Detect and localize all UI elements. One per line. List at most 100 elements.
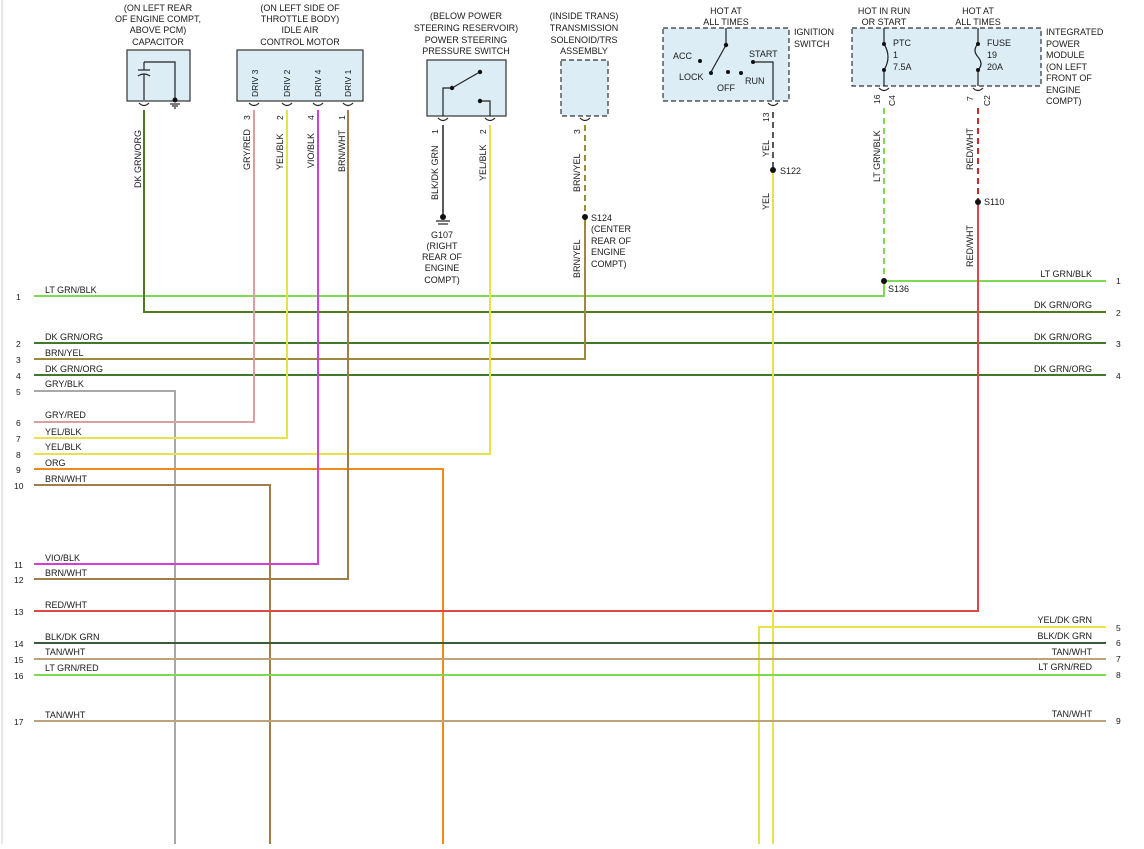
ipm-left-pin: 16 [872, 94, 882, 104]
trs-caption-2: TRANSMISSION [550, 23, 619, 33]
ps-switch-box [426, 59, 507, 117]
ipm-right-wire-label-upper: RED/WHT [965, 128, 975, 170]
left-wire-label-7: YEL/BLK [45, 427, 82, 437]
left-wire-label-6: GRY/RED [45, 410, 86, 420]
left-wire-label-9: ORG [45, 458, 66, 468]
ps-caption-2: STEERING RESERVOIR) [414, 23, 518, 33]
ipm-header-left-2: OR START [862, 17, 907, 27]
ps-wire-label-yel-blk: YEL/BLK [478, 144, 488, 181]
left-pin-17: 17 [14, 717, 24, 727]
ipm-right-wire-label-lower: RED/WHT [965, 225, 975, 267]
right-pin-2: 2 [1116, 308, 1121, 318]
left-pin-7: 7 [16, 434, 21, 444]
wire-yel-dk-grn [758, 626, 1106, 844]
splice-s136-label: S136 [888, 284, 909, 294]
ignition-title-1: IGNITION [794, 27, 834, 37]
left-wire-label-14: BLK/DK GRN [45, 632, 100, 642]
ipm-ptc-number: 1 [893, 50, 898, 60]
ipm-fuse-rating: 20A [987, 62, 1003, 72]
iac-caption-4: CONTROL MOTOR [260, 37, 340, 47]
trs-connector-icon [579, 117, 591, 122]
wire-vio-blk [34, 110, 319, 565]
ground-g107-label-4: ENGINE [425, 263, 460, 273]
capacitor-ground-icon [170, 103, 180, 109]
trs-box [560, 59, 609, 117]
ipm-connector-icons [878, 87, 984, 92]
ipm-ptc-dot-bottom [882, 68, 886, 72]
ps-switch-symbol [442, 72, 491, 116]
ground-g107-label-3: REAR OF [422, 252, 463, 262]
ipm-title-2: POWER [1046, 39, 1081, 49]
left-pin-1: 1 [16, 292, 21, 302]
splice-s136-dot [881, 278, 887, 284]
left-wire-label-8: YEL/BLK [45, 442, 82, 452]
iac-pin-number-4: 4 [306, 115, 316, 120]
left-pin-4: 4 [16, 371, 21, 381]
iac-wire-label-vio-blk: VIO/BLK [306, 133, 316, 168]
iac-connector-icons [248, 102, 354, 107]
left-pin-5: 5 [16, 387, 21, 397]
left-pin-3: 3 [16, 355, 21, 365]
ignition-pos-lock: LOCK [679, 72, 704, 82]
right-pin-8: 8 [1116, 670, 1121, 680]
right-wire-label-8: LT GRN/RED [1038, 662, 1092, 672]
ignition-title-2: SWITCH [794, 39, 830, 49]
ignition-contact-acc [698, 59, 702, 63]
ipm-fuse-dot-bottom [976, 68, 980, 72]
ignition-pos-start: START [749, 49, 778, 59]
iac-pin-label-driv2: DRIV 2 [282, 69, 292, 97]
right-wire-label-2: DK GRN/ORG [1034, 300, 1092, 310]
capacitor-ground-dot [172, 97, 178, 103]
right-wire-label-5: YEL/DK GRN [1037, 615, 1092, 625]
wire-brn-yel-row3 [34, 217, 586, 360]
ipm-component: HOT IN RUN OR START HOT AT ALL TIMES INT… [851, 6, 1104, 294]
wire-gry-red [34, 110, 255, 423]
left-wire-labels: 1 LT GRN/BLK 2 DK GRN/ORG 3 BRN/YEL 4 DK… [14, 285, 103, 727]
trs-component: (INSIDE TRANS) TRANSMISSION SOLENOID/TRS… [550, 11, 632, 278]
iac-pin-label-driv3: DRIV 3 [250, 69, 260, 97]
iac-caption-3: IDLE AIR [281, 25, 319, 35]
ipm-ptc-symbol [883, 28, 889, 86]
wire-brn-wht-row10 [34, 484, 271, 844]
right-wire-label-3: DK GRN/ORG [1034, 332, 1092, 342]
wire-layer [34, 108, 1106, 844]
ignition-contact-start [751, 60, 755, 64]
left-wire-label-15: TAN/WHT [45, 647, 86, 657]
left-wire-label-16: LT GRN/RED [45, 663, 99, 673]
ignition-header-1: HOT AT [710, 6, 742, 16]
left-wire-label-2: DK GRN/ORG [45, 332, 103, 342]
left-pin-11: 11 [14, 560, 23, 570]
ipm-title-1: INTEGRATED [1046, 27, 1104, 37]
ignition-header-2: ALL TIMES [703, 17, 749, 27]
splice-s122-dot [770, 167, 776, 173]
iac-pin-number-1: 1 [337, 115, 347, 120]
ps-pin-number-2: 2 [478, 129, 488, 134]
splice-s124-dot [582, 214, 588, 220]
right-pin-9: 9 [1116, 716, 1121, 726]
right-pin-7: 7 [1116, 654, 1121, 664]
ipm-header-left-1: HOT IN RUN [858, 6, 910, 16]
ipm-fuse-label: FUSE [987, 38, 1011, 48]
ps-connector-icons [437, 117, 496, 122]
ground-g107-label-5: COMPT) [424, 275, 460, 285]
ipm-title-5: FRONT OF [1046, 73, 1092, 83]
ipm-header-right-2: ALL TIMES [955, 17, 1001, 27]
ipm-ptc-rating: 7.5A [893, 62, 912, 72]
left-pin-12: 12 [14, 575, 24, 585]
left-wire-label-13: RED/WHT [45, 600, 87, 610]
ipm-title-6: ENGINE [1046, 85, 1081, 95]
ignition-pivot [723, 42, 729, 48]
left-pin-8: 8 [16, 450, 21, 460]
trs-wire-label-lower: BRN/YEL [572, 239, 582, 278]
wire-red-wht-row13 [34, 202, 979, 612]
left-pin-2: 2 [16, 339, 21, 349]
capacitor-caption-1: (ON LEFT REAR [124, 3, 193, 13]
ignition-contact-lock [709, 71, 713, 75]
ignition-wire-label-upper: YEL [761, 140, 771, 157]
ipm-title-4: (ON LEFT [1046, 62, 1088, 72]
ps-wire-label-blk-dk-grn: BLK/DK GRN [430, 145, 440, 200]
ipm-box [851, 27, 1042, 87]
ipm-left-wire-label: LT GRN/BLK [872, 130, 882, 182]
